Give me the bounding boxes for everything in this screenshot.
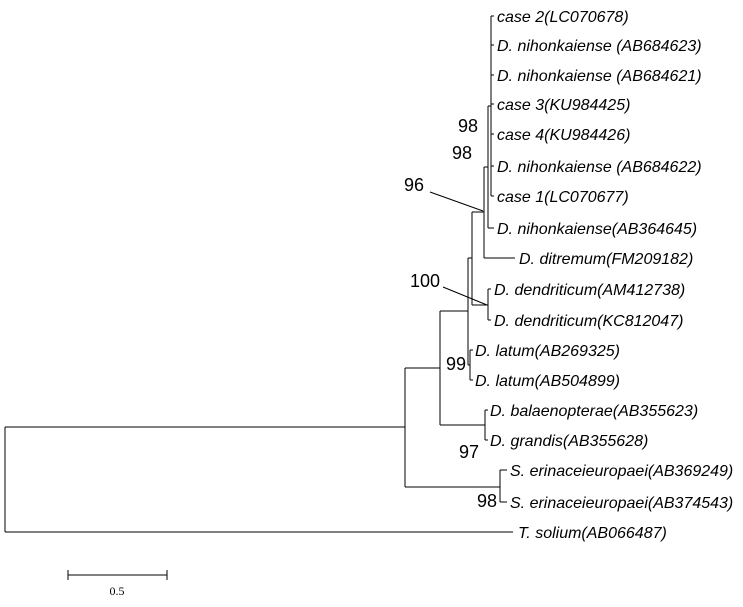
support-value: 99 xyxy=(446,354,466,374)
support-value: 98 xyxy=(452,143,472,163)
leaf-label: case 4(KU984426) xyxy=(497,127,630,144)
tree-branches xyxy=(4,15,515,533)
support-value: 97 xyxy=(459,442,479,462)
leaf-label: case 1(LC070677) xyxy=(497,189,629,206)
leaf-label: D. grandis(AB355628) xyxy=(490,433,648,450)
scale-bar-label: 0.5 xyxy=(110,584,125,598)
leaf-label: D. dendriticum(AM412738) xyxy=(494,282,685,299)
leaf-label: T. solium(AB066487) xyxy=(518,525,667,542)
support-value: 96 xyxy=(404,175,424,195)
support-value: 100 xyxy=(410,271,440,291)
leaf-label: D. nihonkaiense (AB684622) xyxy=(497,159,702,176)
leaf-label: case 3(KU984425) xyxy=(497,97,630,114)
leader-line-96 xyxy=(429,191,484,212)
support-value: 98 xyxy=(477,491,497,511)
support-leader-lines xyxy=(429,191,488,306)
leaf-label: D. nihonkaiense (AB684623) xyxy=(497,38,702,55)
leaf-label: D. nihonkaiense (AB684621) xyxy=(497,68,702,85)
leaf-label: S. erinaceieuropaei(AB369249) xyxy=(510,463,733,480)
scale-bar: 0.5 xyxy=(67,570,168,598)
leaf-label: D. ditremum(FM209182) xyxy=(519,251,693,268)
leaf-label: case 2(LC070678) xyxy=(497,9,629,26)
leaf-label: D. latum(AB504899) xyxy=(475,373,620,390)
support-value: 98 xyxy=(458,116,478,136)
leaf-label: D. nihonkaiense(AB364645) xyxy=(497,221,697,238)
leaf-label: S. erinaceieuropaei(AB374543) xyxy=(510,495,733,512)
support-values: 98 98 96 100 99 97 98 xyxy=(404,116,497,511)
leaf-label: D. dendriticum(KC812047) xyxy=(494,313,683,330)
leaf-label: D. balaenopterae(AB355623) xyxy=(490,403,698,420)
leader-line-100 xyxy=(442,286,488,306)
leaf-label: D. latum(AB269325) xyxy=(475,343,620,360)
leaf-labels: case 2(LC070678) D. nihonkaiense (AB6846… xyxy=(475,9,733,542)
